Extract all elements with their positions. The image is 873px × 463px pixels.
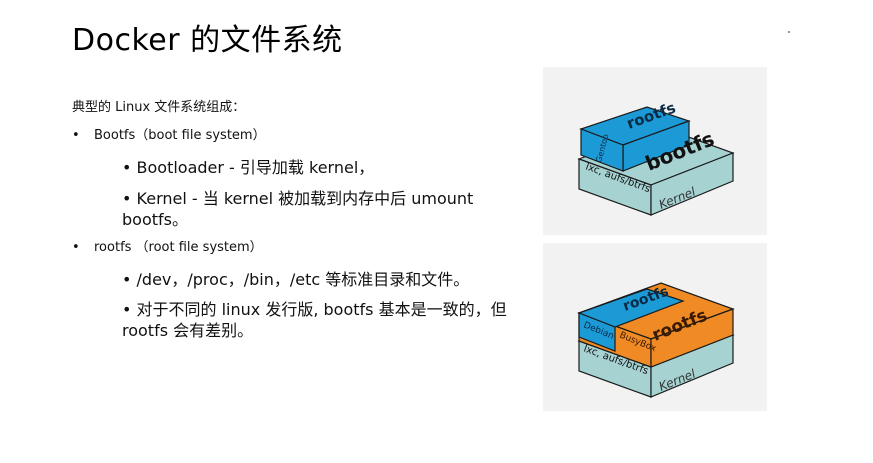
debian-left-face bbox=[578, 312, 616, 352]
bullet-rootfs: • rootfs （root file system） bbox=[72, 239, 263, 257]
subitem-kernel: • Kernel - 当 kernel 被加载到内存中后 umount boot… bbox=[122, 189, 474, 229]
subitem-bootloader: • Bootloader - 引导加载 kernel， bbox=[122, 158, 375, 177]
bootfs-diagram-panel: rootfs Gentoo bootfs lxc, aufs/btrfs Ker… bbox=[543, 67, 767, 235]
kernel-right-face bbox=[650, 152, 734, 216]
bullet-marker: • bbox=[72, 128, 80, 143]
intro-text: 典型的 Linux 文件系统组成： bbox=[72, 100, 246, 115]
rootfs-layer-diagram: rootfs Debian rootfs BusyBox lxc, aufs/b… bbox=[577, 282, 735, 398]
bullet-bootfs: • Bootfs（boot file system） bbox=[72, 127, 266, 145]
bullet-label: rootfs （root file system） bbox=[94, 240, 263, 255]
bullet-marker: • bbox=[72, 240, 80, 255]
rootfs-diagram-panel: rootfs Debian rootfs BusyBox lxc, aufs/b… bbox=[543, 243, 767, 411]
subitem-directories: • /dev，/proc，/bin，/etc 等标准目录和文件。 bbox=[122, 270, 470, 289]
bootfs-layer-diagram: rootfs Gentoo bootfs lxc, aufs/btrfs Ker… bbox=[577, 99, 735, 216]
bullet-label: Bootfs（boot file system） bbox=[94, 128, 266, 143]
busybox-right-face bbox=[650, 308, 734, 368]
corner-mark bbox=[788, 31, 790, 33]
subitem-distributions: • 对于不同的 linux 发行版, bootfs 基本是一致的，但 rootf… bbox=[122, 300, 507, 340]
page-title: Docker 的文件系统 bbox=[72, 23, 343, 58]
rootfs-left-face bbox=[580, 128, 624, 172]
